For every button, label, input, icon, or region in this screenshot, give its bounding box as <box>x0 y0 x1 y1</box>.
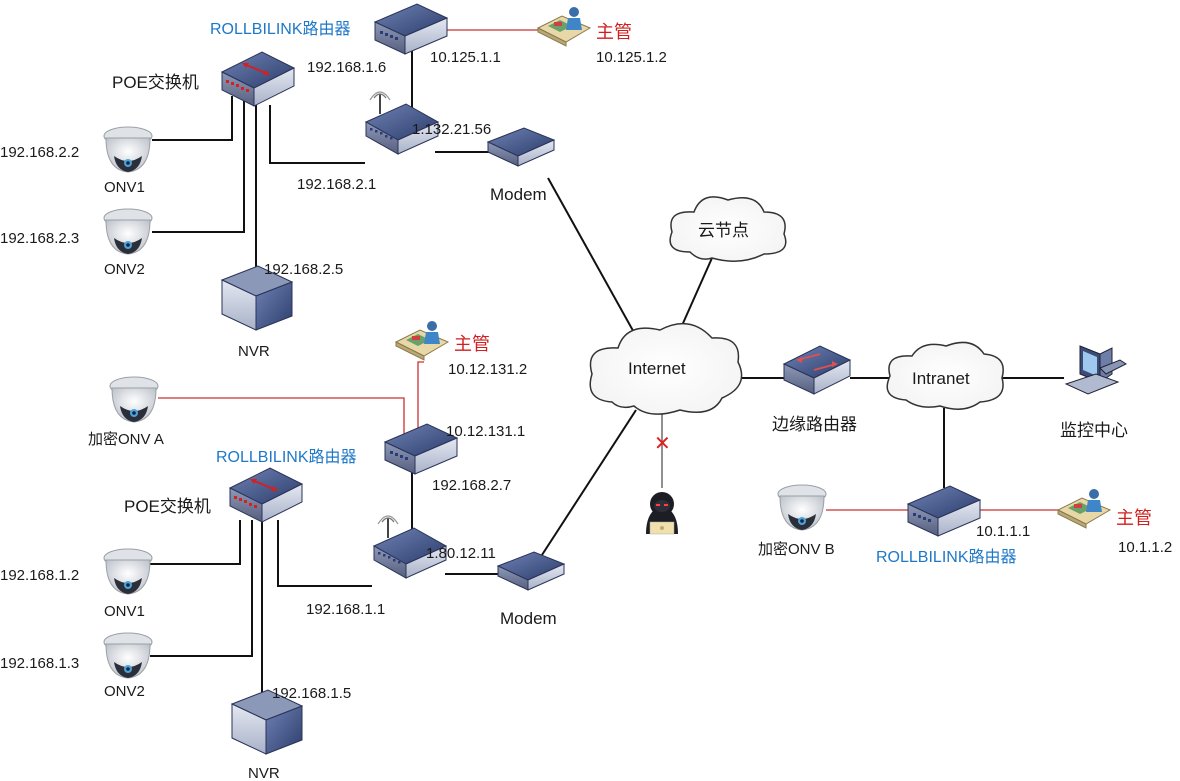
bottom-poe-switch-icon[interactable] <box>229 467 303 523</box>
right-router-ip: 10.1.1.1 <box>976 523 1030 540</box>
bottom-supervisor-label: 主管 <box>454 334 490 354</box>
bottom-supervisor-icon[interactable] <box>395 320 449 361</box>
top-router-wan-ip: 10.125.1.1 <box>430 49 501 66</box>
top-cam1-label: ONV1 <box>104 179 145 196</box>
right-router-label: ROLLBILINK路由器 <box>876 548 1017 566</box>
top-cam2-ip: 192.168.2.3 <box>0 230 79 247</box>
right-supervisor-icon[interactable] <box>1057 488 1111 529</box>
bottom-router-label: ROLLBILINK路由器 <box>216 448 357 466</box>
bottom-nvr-label: NVR <box>248 765 280 781</box>
bottom-cam1-ip: 192.168.1.2 <box>0 567 79 584</box>
top-nvr-ip: 192.168.2.5 <box>264 261 343 278</box>
cloud-node-icon[interactable] <box>669 196 787 262</box>
bottom-cam2-label: ONV2 <box>104 683 145 700</box>
bottom-cam2-icon[interactable] <box>103 632 153 679</box>
bottom-cam2-ip: 192.168.1.3 <box>0 655 79 672</box>
bottom-cam1-icon[interactable] <box>103 548 153 595</box>
hacker-icon <box>645 491 679 535</box>
blocked-mark-icon: ✕ <box>654 433 671 455</box>
top-nvr-label: NVR <box>238 343 270 360</box>
bottom-router-wan-ip: 10.12.131.1 <box>446 423 525 440</box>
top-cam1-icon[interactable] <box>103 126 153 173</box>
right-site: 边缘路由器 Intranet 监控中心 加密ONV B 10.1.1.1 ROL… <box>758 341 1172 566</box>
top-modem-icon[interactable] <box>487 127 555 167</box>
top-supervisor-label: 主管 <box>596 22 632 42</box>
top-supervisor-ip: 10.125.1.2 <box>596 49 667 66</box>
top-wifi-lan-ip: 192.168.2.1 <box>297 176 376 193</box>
enc-cam-a-label: 加密ONV A <box>88 431 164 448</box>
intranet-cloud-icon[interactable] <box>886 341 1004 410</box>
bottom-wifi-lan-ip: 192.168.1.1 <box>306 601 385 618</box>
enc-cam-b-icon[interactable] <box>777 484 827 531</box>
enc-cam-a-icon[interactable] <box>109 376 159 423</box>
top-cam2-label: ONV2 <box>104 261 145 278</box>
connections <box>150 29 1064 698</box>
internet-label: Internet <box>628 359 686 378</box>
cloud-node-label: 云节点 <box>698 221 749 240</box>
enc-cam-b-label: 加密ONV B <box>758 541 835 558</box>
right-supervisor-label: 主管 <box>1116 508 1152 528</box>
top-modem-label: Modem <box>490 185 547 204</box>
bottom-nvr-ip: 192.168.1.5 <box>272 685 351 702</box>
edge-router-label: 边缘路由器 <box>772 415 857 434</box>
top-router-lan-ip: 192.168.1.6 <box>307 59 386 76</box>
right-rollbilink-router-icon[interactable] <box>907 485 981 537</box>
bottom-cam1-label: ONV1 <box>104 603 145 620</box>
bottom-wifi-wan-ip: 1.80.12.11 <box>426 545 496 562</box>
bottom-router-lan-ip: 192.168.2.7 <box>432 477 511 494</box>
top-site: ROLLBILINK路由器 192.168.1.6 10.125.1.1 主管 … <box>0 3 667 360</box>
top-supervisor-icon[interactable] <box>537 6 591 47</box>
bottom-modem-icon[interactable] <box>497 551 565 591</box>
edge-router-icon[interactable] <box>782 345 852 395</box>
top-cam2-icon[interactable] <box>103 208 153 255</box>
top-wifi-wan-ip: 1.132.21.56 <box>412 121 491 138</box>
top-poe-label: POE交换机 <box>112 73 199 92</box>
internet-cloud-icon[interactable] <box>589 322 743 415</box>
bottom-site: 主管 10.12.131.2 加密ONV A ROLLBILINK路由器 10.… <box>0 320 565 781</box>
intranet-label: Intranet <box>912 369 970 388</box>
center: 云节点 Internet ✕ <box>589 196 787 535</box>
bottom-supervisor-ip: 10.12.131.2 <box>448 361 527 378</box>
top-router-label: ROLLBILINK路由器 <box>210 20 351 38</box>
monitor-center-pc-icon[interactable] <box>1065 345 1127 395</box>
bottom-modem-label: Modem <box>500 609 557 628</box>
monitor-center-label: 监控中心 <box>1060 421 1128 440</box>
top-cam1-ip: 192.168.2.2 <box>0 144 79 161</box>
top-rollbilink-router-icon[interactable] <box>374 3 448 55</box>
bottom-poe-label: POE交换机 <box>124 497 211 516</box>
right-supervisor-ip: 10.1.1.2 <box>1118 539 1172 556</box>
